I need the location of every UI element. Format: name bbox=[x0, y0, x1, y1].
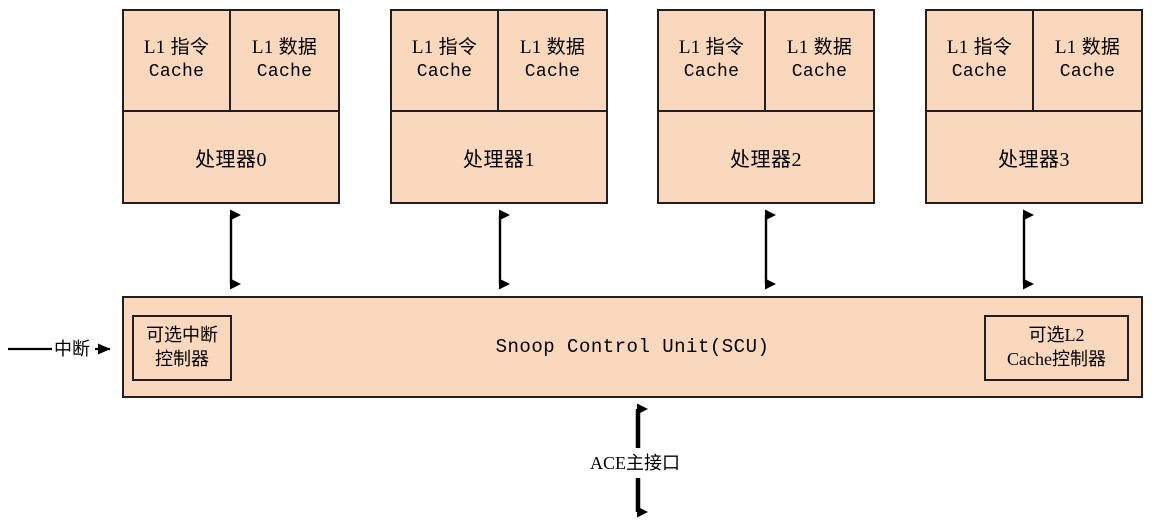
l1-dcache-label-line2: Cache bbox=[1059, 62, 1116, 83]
l2-controller-label-line2: Cache控制器 bbox=[1007, 349, 1106, 369]
interrupt-controller-label-line1: 可选中断 bbox=[146, 325, 218, 346]
l2-controller-label-line1: 可选L2 bbox=[1028, 325, 1085, 346]
l1-icache-label-line2: Cache bbox=[148, 62, 205, 83]
core-label-0: 处理器0 bbox=[195, 148, 267, 171]
core-block-1[interactable]: L1 指令 Cache L1 数据 Cache 处理器1 bbox=[390, 9, 608, 204]
interrupt-controller-label-line2: 控制器 bbox=[155, 349, 209, 369]
l1-dcache-label-line1: L1 数据 bbox=[251, 37, 318, 59]
scu-title: Snoop Control Unit(SCU) bbox=[495, 336, 770, 358]
l1-icache-label-line1: L1 指令 bbox=[143, 37, 210, 59]
l1-instruction-cache-3: L1 指令 Cache bbox=[927, 11, 1034, 110]
l1-dcache-label-line1: L1 数据 bbox=[519, 37, 586, 59]
l1-icache-label-line2: Cache bbox=[951, 62, 1008, 83]
l1-dcache-label-line1: L1 数据 bbox=[1054, 37, 1121, 59]
interrupt-label: 中断 bbox=[52, 339, 92, 359]
l1-data-cache-2: L1 数据 Cache bbox=[766, 11, 873, 110]
l1-data-cache-3: L1 数据 Cache bbox=[1034, 11, 1141, 110]
l1-data-cache-0: L1 数据 Cache bbox=[231, 11, 338, 110]
l1-cache-row-2: L1 指令 Cache L1 数据 Cache bbox=[659, 11, 873, 112]
snoop-control-unit-bar[interactable]: Snoop Control Unit(SCU) 可选中断 控制器 可选L2 Ca… bbox=[122, 296, 1143, 398]
l1-instruction-cache-0: L1 指令 Cache bbox=[124, 11, 231, 110]
l1-cache-row-1: L1 指令 Cache L1 数据 Cache bbox=[392, 11, 606, 112]
core-label-3: 处理器3 bbox=[998, 148, 1070, 171]
l1-dcache-label-line2: Cache bbox=[791, 62, 848, 83]
core-label-1: 处理器1 bbox=[463, 148, 535, 171]
optional-interrupt-controller-box[interactable]: 可选中断 控制器 bbox=[132, 315, 232, 381]
l1-icache-label-line2: Cache bbox=[416, 62, 473, 83]
core-block-3[interactable]: L1 指令 Cache L1 数据 Cache 处理器3 bbox=[925, 9, 1143, 204]
ace-interface-label: ACE主接口 bbox=[587, 452, 683, 474]
l1-icache-label-line1: L1 指令 bbox=[411, 37, 478, 59]
core-block-0[interactable]: L1 指令 Cache L1 数据 Cache 处理器0 bbox=[122, 9, 340, 204]
l1-instruction-cache-1: L1 指令 Cache bbox=[392, 11, 499, 110]
l1-data-cache-1: L1 数据 Cache bbox=[499, 11, 606, 110]
l1-icache-label-line1: L1 指令 bbox=[946, 37, 1013, 59]
l1-cache-row-0: L1 指令 Cache L1 数据 Cache bbox=[124, 11, 338, 112]
l1-dcache-label-line1: L1 数据 bbox=[786, 37, 853, 59]
l1-cache-row-3: L1 指令 Cache L1 数据 Cache bbox=[927, 11, 1141, 112]
l1-dcache-label-line2: Cache bbox=[524, 62, 581, 83]
core-block-2[interactable]: L1 指令 Cache L1 数据 Cache 处理器2 bbox=[657, 9, 875, 204]
optional-l2-cache-controller-box[interactable]: 可选L2 Cache控制器 bbox=[984, 315, 1129, 381]
l1-icache-label-line2: Cache bbox=[683, 62, 740, 83]
l1-instruction-cache-2: L1 指令 Cache bbox=[659, 11, 766, 110]
core-label-2: 处理器2 bbox=[730, 148, 802, 171]
l1-dcache-label-line2: Cache bbox=[256, 62, 313, 83]
l1-icache-label-line1: L1 指令 bbox=[678, 37, 745, 59]
